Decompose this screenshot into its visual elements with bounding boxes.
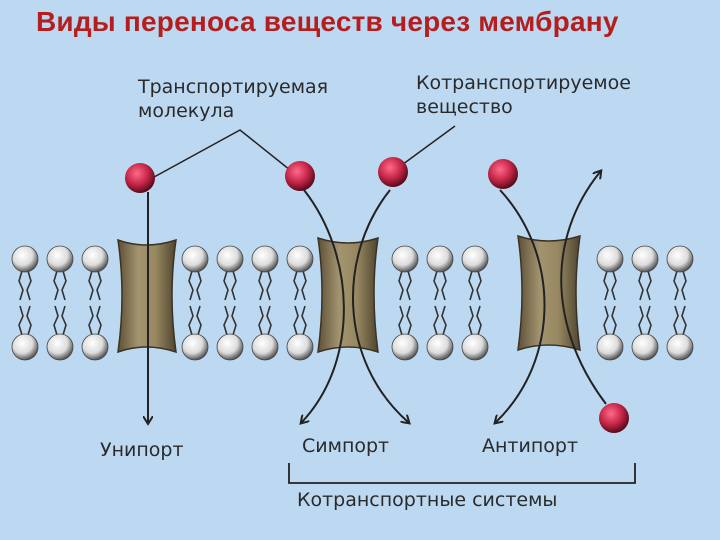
- antiporter-protein: [517, 234, 581, 352]
- phospholipid: [461, 245, 489, 361]
- phospholipid: [596, 245, 624, 361]
- phospholipid: [286, 245, 314, 361]
- antiport-arrow-down: [496, 189, 546, 422]
- label-transported-molecule-line1: Транспортируемая: [138, 76, 329, 98]
- cotransported-molecule-symport: [378, 157, 408, 187]
- phospholipid: [391, 245, 419, 361]
- symport-arrow-left: [302, 189, 345, 422]
- label-symport: Симпорт: [302, 435, 389, 457]
- phospholipid: [666, 245, 694, 361]
- label-antiport: Антипорт: [482, 435, 578, 457]
- antiport-arrow-up: [560, 172, 607, 405]
- pointer-line-cotransported-substance: [394, 125, 456, 171]
- transported-molecule-symport: [285, 161, 315, 191]
- phospholipid: [631, 245, 659, 361]
- transported-molecule-antiport: [488, 159, 518, 189]
- pointer-line-transported-molecule: [144, 129, 291, 183]
- phospholipid: [216, 245, 244, 361]
- label-transported-molecule-line2: молекула: [138, 100, 235, 122]
- transported-molecule-uniport: [125, 163, 155, 193]
- phospholipid: [251, 245, 279, 361]
- phospholipid: [426, 245, 454, 361]
- phospholipid: [81, 245, 109, 361]
- phospholipid: [181, 245, 209, 361]
- symport-arrow-right: [352, 189, 408, 422]
- label-cotransported-substance-line1: Котранспортируемое: [416, 72, 631, 94]
- label-uniport: Унипорт: [100, 439, 184, 461]
- symporter-protein: [317, 236, 379, 354]
- label-cotransport-systems: Котранспортные системы: [297, 489, 557, 511]
- cotransported-molecule-antiport: [599, 403, 629, 433]
- cotransport-bracket: [288, 463, 636, 484]
- phospholipid: [46, 245, 74, 361]
- phospholipid: [11, 245, 39, 361]
- slide-title: Виды переноса веществ через мембрану: [36, 6, 619, 37]
- lipid-bilayer: [11, 245, 694, 361]
- label-cotransported-substance-line2: вещество: [416, 96, 513, 118]
